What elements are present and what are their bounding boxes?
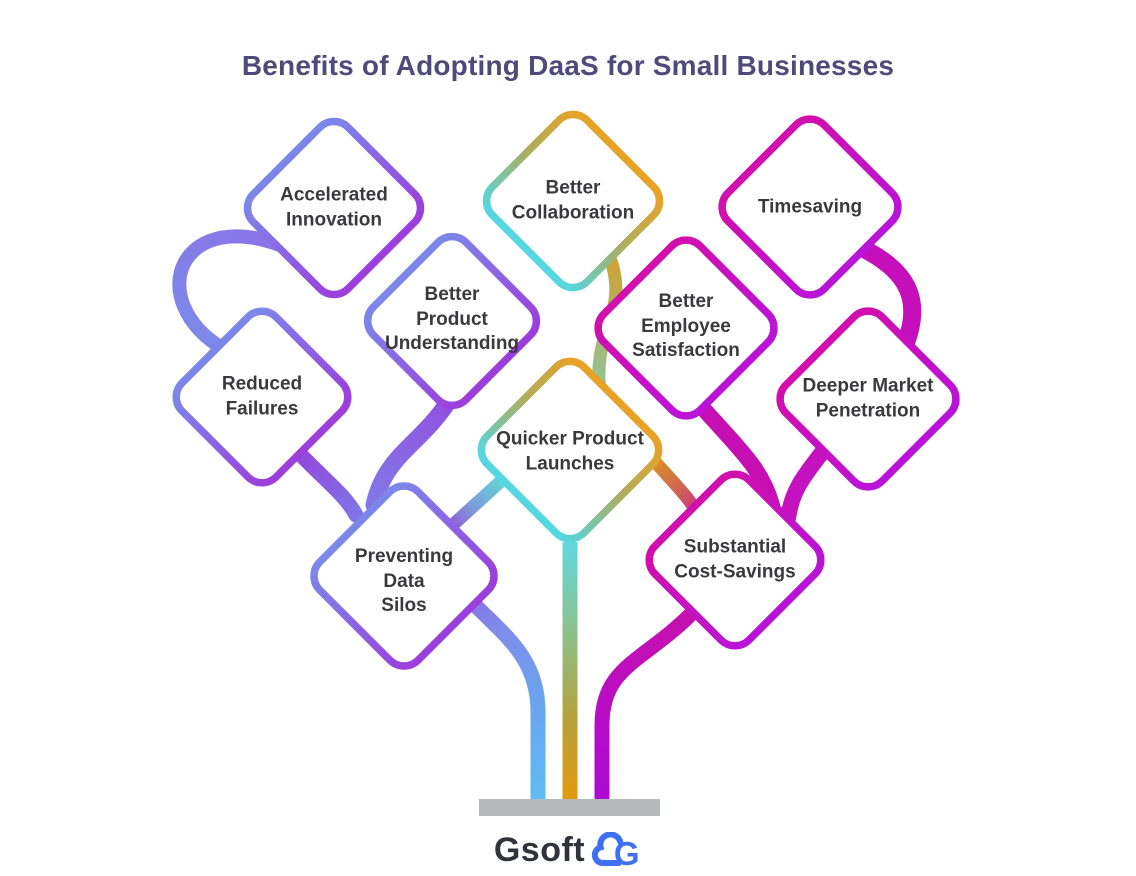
diamond-reduced-failures [172,307,352,487]
brand-footer: Gsoft G [494,831,642,870]
branch-timesaving-to-market [853,239,922,354]
diamond-accelerated-innovation [243,117,425,299]
diamond-quicker-product-launches [477,357,663,543]
trunk-magenta [594,604,701,801]
diamond-preventing-data-silos [310,482,498,670]
branch-product-understanding-to-trunk [365,393,457,514]
diamond-deeper-market-penetration [776,307,960,491]
cloud-g-logo-icon: G [592,831,640,870]
branch-reduced-to-trunk [290,444,364,523]
brand-name: Gsoft [493,831,586,869]
diamond-substantial-cost-savings [645,470,825,650]
svg-text:G: G [614,835,640,870]
diamond-better-product-understanding [363,232,541,410]
tree-base-bar [479,799,660,816]
page-title: Benefits of Adopting DaaS for Small Busi… [241,50,895,81]
diamond-better-collaboration [482,110,664,292]
branch-accelerated-to-reduced [172,229,299,357]
branch-market-to-savings [780,437,836,526]
diamond-better-employee-satisfaction [594,236,778,420]
diamond-timesaving [718,115,902,299]
